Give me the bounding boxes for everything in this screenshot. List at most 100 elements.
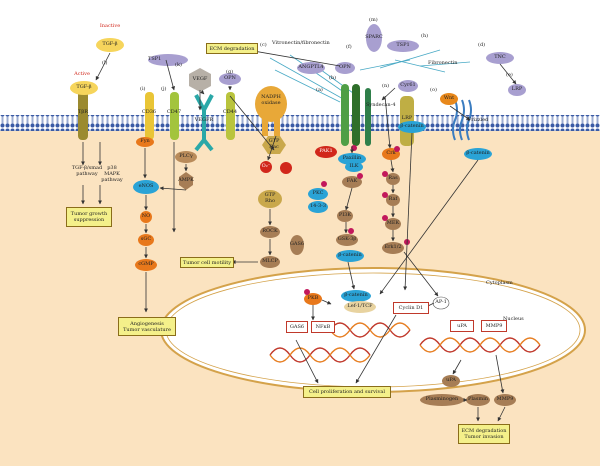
label-tsp1-left: TSP1 xyxy=(148,56,162,62)
label-mmp9: MMP9 xyxy=(496,396,514,402)
mlcp-node xyxy=(260,256,280,268)
label-step-d: (d) xyxy=(478,42,486,48)
plasminogen-node xyxy=(420,394,464,406)
label-mlcp: MLCP xyxy=(262,258,278,264)
label-frizzled: Frizzled xyxy=(467,117,489,123)
label-bcatenin-fz: β-catenin xyxy=(466,150,490,156)
gtp-rho-node xyxy=(258,190,282,208)
outcome-ecm-invasion: ECM degradation Tumor invasion xyxy=(458,424,510,444)
label-step-j: (j) xyxy=(161,86,167,92)
ras-node xyxy=(386,173,400,185)
label-step-m: (m) xyxy=(369,17,378,23)
receptor-tgfbr xyxy=(78,90,88,140)
cgmp-node xyxy=(135,259,157,271)
o2-node-left xyxy=(260,161,272,173)
receptor-lrp xyxy=(400,96,414,146)
label-plasmin: Plasmin xyxy=(467,396,489,402)
label-o2: O₂⁻ xyxy=(261,163,271,169)
label-opn-top: OPN xyxy=(339,64,351,70)
outcome-proliferation: Cell proliferation and survival xyxy=(303,386,391,398)
label-wnt: Wnt xyxy=(443,95,455,101)
dna-helix-left xyxy=(269,347,371,363)
outcome-ecm-degradation-top: ECM degradation xyxy=(206,43,258,54)
gene-gas6: GAS6 xyxy=(286,321,308,333)
pi3k-node xyxy=(337,210,353,222)
label-gas6-cyto: GAS6 xyxy=(289,241,305,247)
label-lrp-ligand: LRP xyxy=(511,86,523,92)
pathway-arrows xyxy=(81,48,517,422)
tnc-node xyxy=(486,52,514,64)
label-gsk3b: GSK-3β xyxy=(337,236,357,242)
wnt-node xyxy=(440,93,458,105)
label-plasminogen: Plasminogen xyxy=(425,396,459,402)
ilk-node xyxy=(345,162,363,172)
pkb-node xyxy=(304,293,322,305)
label-cd44: CD44 xyxy=(222,109,238,115)
label-plcg: PLCγ xyxy=(179,153,193,159)
receptor-vegfr xyxy=(194,94,214,152)
label-step-c: (c) xyxy=(260,42,267,48)
label-tgf-smad: TGF-β/smad pathway xyxy=(71,165,103,177)
label-cgmp: cGMP xyxy=(138,261,154,267)
integrin-receptor xyxy=(341,84,360,146)
label-gtp-rac: GTP Rac xyxy=(268,138,280,150)
label-no: NO xyxy=(141,213,151,219)
receptor-cd47 xyxy=(170,92,179,140)
lef-tcf-node xyxy=(344,301,376,313)
outcome-motility: Tumor cell motility xyxy=(180,257,234,268)
rock-node xyxy=(260,226,280,238)
opn-top-node xyxy=(335,62,355,74)
label-vegfr: VEGFR xyxy=(194,117,214,123)
ap1-node xyxy=(432,296,450,310)
tgfb-inactive-node xyxy=(96,38,124,52)
label-pkb: PKB xyxy=(307,295,319,301)
label-pi3k: PI3K xyxy=(338,212,352,218)
outcome-angiogenesis: Angiogenesis Tumor vasculature xyxy=(118,317,176,336)
label-tgfb-active: TGF-β xyxy=(76,84,92,90)
mek-node xyxy=(385,218,401,230)
label-step-e: (e) xyxy=(506,72,513,78)
gene-upa: uPA xyxy=(450,320,474,332)
syndecan-receptor xyxy=(365,88,371,146)
label-ilk: ILK xyxy=(349,163,359,169)
label-tgfbr: TβR xyxy=(78,109,88,115)
label-cytoplasm: Cytoplasm xyxy=(486,280,513,286)
label-ras: Ras xyxy=(388,175,398,181)
label-vitronectin: Vitronectin/fibronectin xyxy=(272,40,330,46)
receptor-cd36 xyxy=(145,92,154,140)
label-mek: MEK xyxy=(386,220,400,226)
label-enos: eNOS xyxy=(138,183,154,189)
label-lrp: LRP xyxy=(401,115,413,121)
label-tgfb-inactive: TGF-β xyxy=(102,41,118,47)
label-nadph-oxidase: NADPH oxidase xyxy=(261,94,281,106)
label-gtp-rho: GTP Rho xyxy=(264,192,276,204)
dna-helix-right xyxy=(419,337,541,353)
label-tsp1-top: TSP1 xyxy=(396,42,410,48)
label-step-a: (a) xyxy=(316,87,323,93)
label-ap1: AP-1 xyxy=(435,299,447,305)
opn-left-node xyxy=(219,73,241,85)
gene-nfkb: NFκB xyxy=(311,321,335,333)
lrp-ligand-node xyxy=(508,84,526,96)
label-step-g: (g) xyxy=(226,69,234,75)
bcatenin-right-node xyxy=(398,121,426,133)
vegf-node xyxy=(189,68,211,92)
fyn-node xyxy=(136,137,154,147)
label-fak: FAK xyxy=(346,178,358,184)
label-lef-tcf: Lef-1/TCF xyxy=(347,303,373,309)
outcome-tumor-growth: Tumor growth suppression xyxy=(66,207,112,227)
o2-node-right xyxy=(280,162,292,174)
dna-helix-center xyxy=(329,322,411,338)
label-step-k: (k) xyxy=(175,62,182,68)
label-cyr61: Cyr61 xyxy=(400,82,416,88)
gene-mmp9: MMP9 xyxy=(481,320,507,332)
label-crk: Crk xyxy=(386,150,396,156)
erk-node xyxy=(382,242,404,254)
label-upa: uPA xyxy=(446,377,456,383)
bcatenin-nuc-node xyxy=(341,290,371,302)
enos-node xyxy=(133,180,159,194)
label-tnc: TNC xyxy=(494,54,506,60)
label-cd36: CD36 xyxy=(141,109,157,115)
